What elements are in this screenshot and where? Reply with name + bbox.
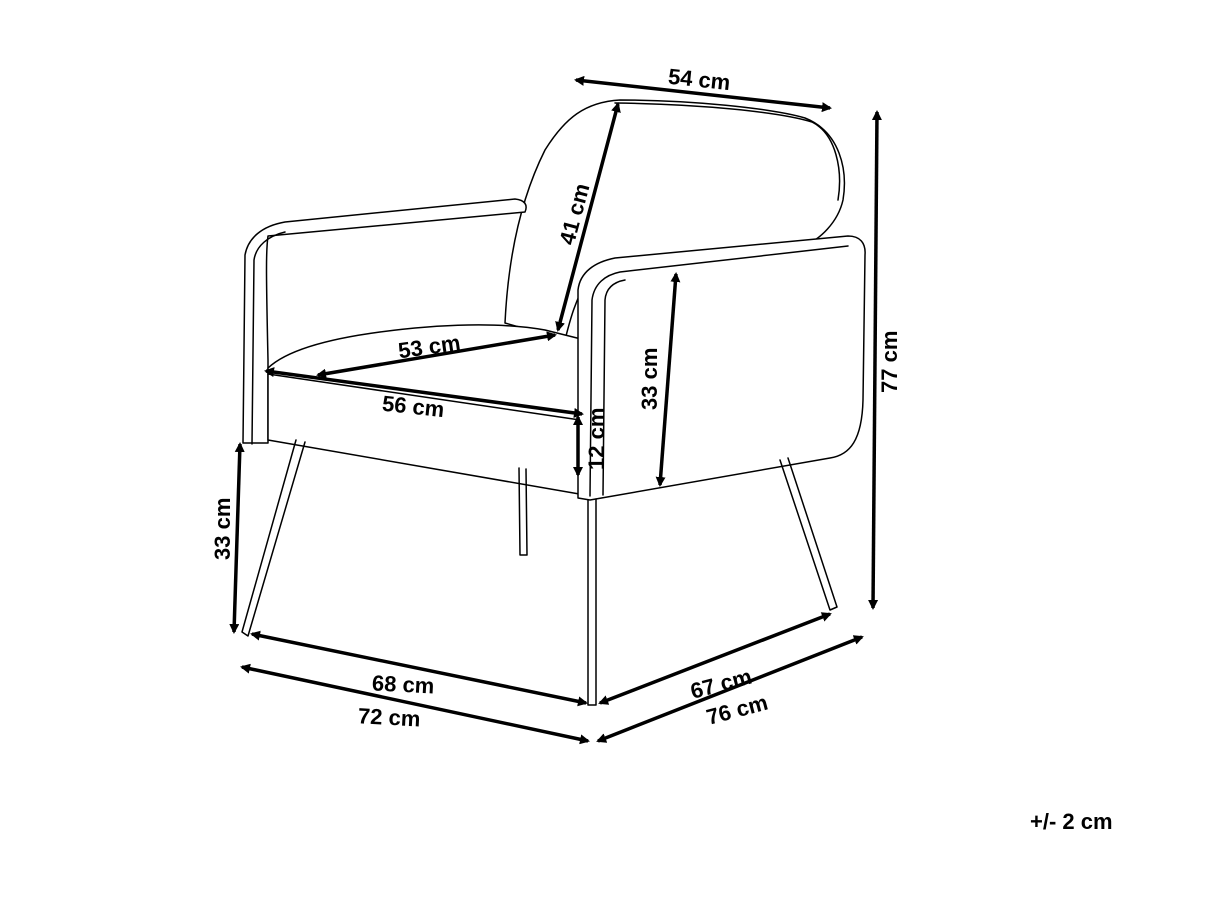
leg-back-right	[779, 457, 838, 611]
dim-line-backrest-height	[555, 102, 621, 332]
tolerance-note: +/- 2 cm	[1030, 809, 1113, 834]
left-armrest	[242, 198, 527, 444]
leg-back-left	[518, 467, 528, 556]
label-armrest-height: 33 cm	[637, 348, 662, 410]
dim-line-total-height	[868, 110, 882, 610]
label-seat-thickness: 12 cm	[584, 408, 609, 470]
label-total-height: 77 cm	[877, 331, 902, 393]
dim-line-seat-height	[229, 442, 245, 634]
dim-line-backrest-width	[574, 75, 832, 113]
right-armrest	[577, 235, 866, 501]
chair-outline	[241, 99, 866, 706]
dim-line-overall-depth	[596, 635, 864, 743]
dim-line-seat-width	[264, 367, 584, 418]
label-seat-height: 33 cm	[210, 498, 235, 560]
dimension-lines	[229, 75, 882, 745]
leg-front-right	[587, 498, 597, 706]
leg-front-left	[241, 439, 306, 637]
label-overall-width: 72 cm	[357, 703, 421, 731]
label-leg-span-front: 68 cm	[371, 670, 435, 698]
dim-line-overall-width	[240, 663, 590, 745]
dim-line-armrest-height	[655, 272, 681, 487]
